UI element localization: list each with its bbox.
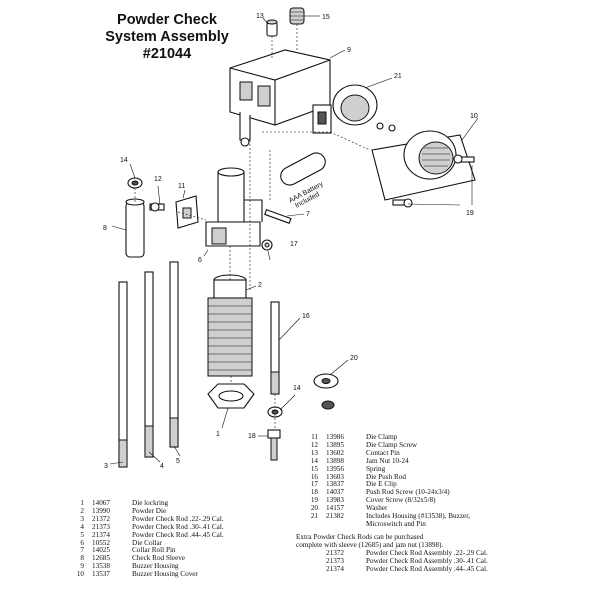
callout-18: 18 [248, 433, 256, 440]
title-line-2: System Assembly [105, 29, 229, 45]
callout-2: 2 [258, 282, 262, 289]
callout-4: 4 [160, 463, 164, 470]
die-collar [205, 167, 263, 247]
powder-die [207, 274, 253, 377]
callout-12: 12 [154, 176, 162, 183]
washer [313, 373, 339, 389]
callout-13: 13 [256, 13, 264, 20]
callout-16: 16 [302, 313, 310, 320]
buzzer-housing [229, 49, 331, 147]
callout-17: 17 [290, 241, 298, 248]
callout-9: 9 [347, 47, 351, 54]
callout-14-lower: 14 [293, 385, 301, 392]
e-clip [261, 239, 273, 251]
callout-14-upper: 14 [120, 157, 128, 164]
callout-5: 5 [176, 458, 180, 465]
callout-10: 10 [470, 113, 478, 120]
callout-1: 1 [216, 431, 220, 438]
callout-19: 19 [466, 210, 474, 217]
title-line-3: #21044 [142, 46, 192, 62]
aaa-battery: AAA Battery Included [280, 152, 326, 210]
title-line-1: Powder Check [117, 12, 217, 28]
callout-21: 21 [394, 73, 402, 80]
leader-lines [109, 15, 479, 465]
check-rod-sleeve [125, 198, 145, 258]
extra-rods-note-2: complete with sleeve (12685) and jam nut… [296, 540, 444, 549]
callout-8: 8 [103, 225, 107, 232]
die-clamp [149, 195, 199, 229]
part-row: Microswitch and Pin [366, 519, 426, 528]
callout-20: 20 [350, 355, 358, 362]
assembly-lines [134, 24, 371, 430]
callout-7: 7 [306, 211, 310, 218]
powder-check-rods [118, 261, 179, 468]
jam-nut-upper [127, 177, 143, 189]
die-push-rod [270, 301, 280, 395]
callout-6: 6 [198, 257, 202, 264]
exploded-diagram: AAA Battery Included [103, 7, 479, 470]
housing-cover [371, 130, 476, 201]
push-rod-screw [267, 429, 281, 461]
extra-rods-note-1: Extra Powder Check Rods can be purchased [296, 532, 424, 541]
contact-pin [266, 19, 278, 37]
buzzer-module [312, 84, 396, 134]
jam-nut-lower [267, 400, 335, 418]
roll-pin [264, 208, 292, 224]
callout-3: 3 [104, 463, 108, 470]
spring [289, 7, 305, 25]
page-title: Powder Check System Assembly #21044 [92, 12, 242, 63]
callout-15: 15 [322, 14, 330, 21]
die-lockring [207, 383, 255, 409]
cover-screws [392, 154, 475, 208]
callout-11: 11 [178, 183, 185, 190]
